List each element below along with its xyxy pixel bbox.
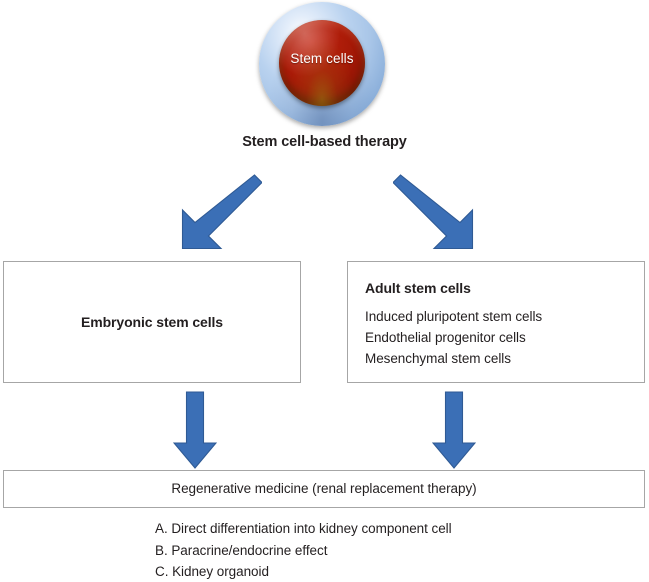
- page-title: Stem cell-based therapy: [242, 134, 407, 150]
- list-item: Induced pluripotent stem cells: [365, 309, 543, 324]
- box-embryonic-title: Embryonic stem cells: [81, 314, 223, 330]
- list-item: B. Paracrine/endocrine effect: [155, 542, 328, 558]
- box-regenerative-title: Regenerative medicine (renal replacement…: [171, 481, 477, 496]
- regenerative-options-list: A. Direct differentiation into kidney co…: [155, 518, 452, 582]
- arrow-embryonic-to-regenerative-icon: [173, 391, 217, 469]
- box-adult-title: Adult stem cells: [365, 280, 471, 296]
- list-item: A. Direct differentiation into kidney co…: [155, 521, 452, 536]
- box-adult-stem-cells: Adult stem cells Induced pluripotent ste…: [347, 261, 645, 383]
- list-item: C. Kidney organoid: [155, 564, 269, 579]
- stem-cells-label: Stem cells: [290, 51, 354, 66]
- box-embryonic-stem-cells: Embryonic stem cells: [3, 261, 301, 383]
- list-item: Mesenchymal stem cells: [365, 351, 511, 366]
- stem-cells-node: Stem cells: [259, 2, 385, 126]
- arrow-to-embryonic-icon: [181, 174, 262, 250]
- stem-cells-inner-highlight: [279, 20, 365, 106]
- list-item: Endothelial progenitor cells: [365, 330, 526, 345]
- box-regenerative-medicine: Regenerative medicine (renal replacement…: [3, 470, 645, 508]
- box-adult-item-list: Induced pluripotent stem cells Endotheli…: [365, 306, 542, 369]
- arrow-adult-to-regenerative-icon: [432, 391, 476, 469]
- arrow-to-adult-icon: [393, 174, 474, 250]
